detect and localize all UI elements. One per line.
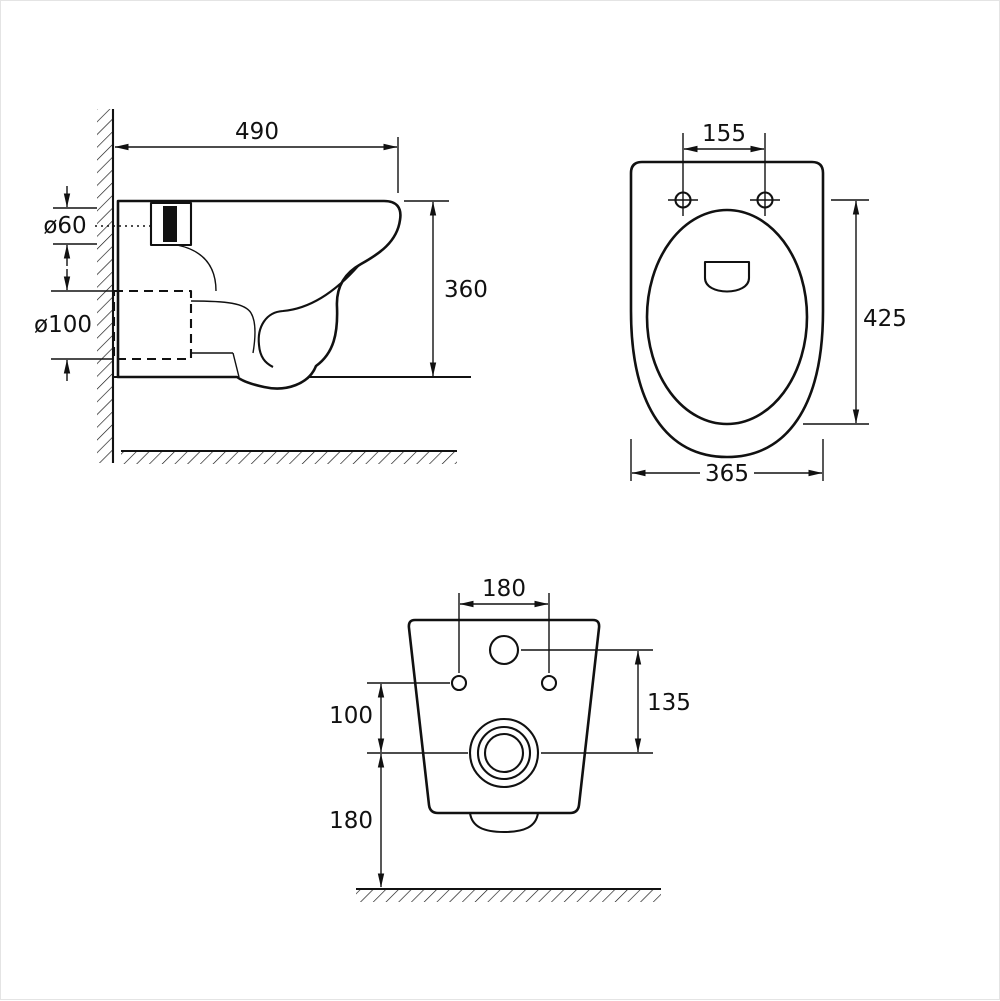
wall-hatch [97,109,113,463]
drain-outlet [468,717,540,789]
side-floor-hatch [121,452,457,464]
dim-side-height: 360 [404,200,488,377]
top-width-label: 365 [705,461,749,487]
dim-rear-hole-spacing: 180 [458,576,550,673]
dim-inlet-diameter: ø60 [43,186,97,266]
flush-channel-lower [190,300,256,354]
top-hole-spacing-label: 155 [702,121,746,147]
base-bump [468,812,540,834]
rear-holes-to-drain-label: 100 [329,703,373,729]
rear-hole-spacing-label: 180 [482,576,526,602]
trap-line-2 [232,352,240,378]
top-view: 155 425 365 [629,121,907,487]
rear-view: 180 135 100 180 [329,576,691,902]
rear-floor-hatch [356,890,661,902]
side-view: 490 360 ø60 ø100 [34,109,488,464]
rear-drain-height-label: 180 [329,808,373,834]
inlet-hole [488,634,520,666]
rear-inlet-to-drain-label: 135 [647,690,691,716]
flush-channel-upper [176,244,217,292]
top-depth-label: 425 [863,306,907,332]
drain-circle-mid [476,725,532,781]
drain-circle-inner [483,732,525,774]
dim-top-depth: 425 [803,199,907,425]
mounting-hole-left [668,133,698,216]
toilet-side-profile [116,199,402,390]
rear-hole-right [540,674,558,692]
bowl-rim [645,208,809,426]
toilet-rear-outline [407,618,601,815]
inlet-valve [163,206,177,242]
drain-circle-outer [468,717,540,789]
dim-side-width: 490 [114,119,399,193]
dim-rear-holes-to-drain: 100 [329,682,468,754]
rear-hole-left [450,674,468,692]
dim-outlet-diameter: ø100 [34,269,113,381]
side-height-label: 360 [444,277,488,303]
side-width-label: 490 [235,119,279,145]
inlet-valve-outline [149,201,193,247]
dim-rear-drain-height: 180 [329,753,385,888]
outlet-pipe-dashed [112,289,193,361]
inlet-diameter-label: ø60 [43,213,86,239]
dim-rear-inlet-to-drain: 135 [521,649,691,754]
mounting-hole-right [750,133,780,216]
bowl-inner-curve [257,264,360,368]
flush-outlet-cup [703,260,751,293]
dim-top-width: 365 [630,439,824,487]
dim-top-hole-spacing: 155 [683,121,765,153]
outlet-diameter-label: ø100 [34,312,92,338]
